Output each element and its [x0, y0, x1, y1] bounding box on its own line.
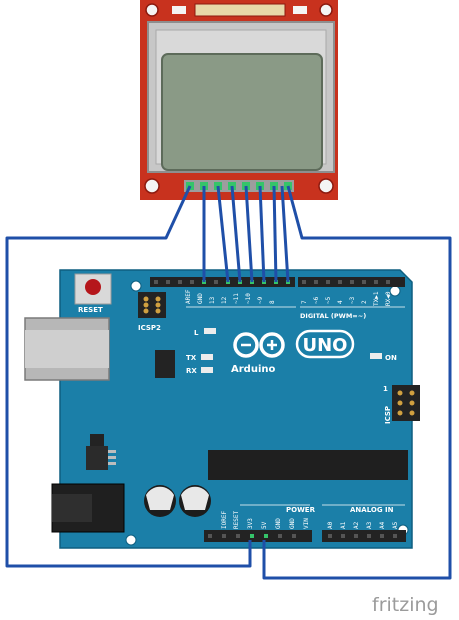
svg-text:A5: A5 [392, 521, 399, 529]
mount-hole [145, 3, 159, 17]
svg-text:AREF: AREF [185, 289, 192, 304]
svg-text:TX▶1: TX▶1 [373, 291, 380, 306]
svg-text:7: 7 [301, 300, 308, 304]
capacitor [144, 485, 176, 517]
svg-text:A2: A2 [353, 521, 360, 529]
mount-hole [130, 280, 142, 292]
svg-text:3V3: 3V3 [247, 518, 254, 529]
icsp2-header [138, 292, 166, 318]
brand-label: Arduino [231, 364, 275, 375]
mount-hole [125, 534, 137, 546]
svg-text:GND: GND [289, 518, 296, 529]
digital-header-left [150, 277, 295, 287]
lcd-screen [161, 53, 323, 171]
lcd-pins [184, 180, 294, 192]
top-pad [172, 6, 186, 14]
led-tx [201, 354, 213, 360]
wire-d9 [272, 185, 278, 283]
icsp2-label: ICSP2 [138, 324, 161, 332]
fritzing-logo: fritzing [372, 594, 439, 616]
capacitor [179, 485, 211, 517]
svg-text:RX◀0: RX◀0 [385, 291, 392, 306]
svg-text:1: 1 [383, 385, 388, 393]
svg-text:VIN: VIN [303, 518, 310, 529]
wire-gnd-loop [5, 185, 252, 568]
svg-text:A4: A4 [379, 521, 386, 529]
svg-text:L: L [194, 329, 199, 337]
svg-text:A3: A3 [366, 521, 373, 529]
wire-vcc-loop [262, 185, 452, 580]
wire-d12 [230, 185, 242, 283]
svg-text:~9: ~9 [257, 296, 264, 304]
arduino-board: RESET ICSP2 [24, 269, 420, 549]
reset-label: RESET [78, 306, 103, 314]
svg-text:~5: ~5 [325, 296, 332, 304]
svg-text:GND: GND [197, 293, 204, 304]
svg-text:4: 4 [337, 300, 344, 304]
model-label: UNO [303, 335, 348, 356]
mount-hole [144, 178, 160, 194]
svg-text:~11: ~11 [233, 293, 240, 304]
svg-text:RX: RX [186, 367, 197, 375]
power-header [204, 530, 312, 542]
mount-hole [319, 3, 333, 17]
icsp-header [392, 385, 420, 421]
led-l [204, 328, 216, 334]
svg-text:2: 2 [361, 300, 368, 304]
digital-label: DIGITAL (PWM=~) [300, 312, 366, 320]
svg-text:13: 13 [209, 296, 216, 304]
svg-text:TX: TX [186, 354, 197, 362]
analog-header [322, 530, 406, 542]
arduino-logo-icon [233, 332, 285, 358]
reset-button-cap [85, 279, 101, 295]
usb-chip [155, 350, 175, 378]
svg-text:~10: ~10 [245, 293, 252, 304]
svg-text:~6: ~6 [313, 296, 320, 304]
wire-d13 [216, 185, 230, 283]
led-rx [201, 367, 213, 373]
top-pad [293, 6, 307, 14]
svg-text:12: 12 [221, 296, 228, 304]
led-on [370, 353, 382, 359]
voltage-regulator [86, 434, 116, 470]
top-header [194, 3, 286, 17]
svg-text:IOREF: IOREF [221, 511, 228, 529]
lcd-module [140, 0, 338, 200]
analog-label: ANALOG IN [350, 506, 394, 514]
power-label: POWER [286, 506, 316, 514]
svg-text:ON: ON [385, 354, 397, 362]
icsp-label: ICSP [384, 406, 392, 424]
svg-text:8: 8 [269, 300, 276, 304]
wire-d10 [258, 185, 266, 283]
svg-text:~3: ~3 [349, 296, 356, 304]
wires [5, 185, 452, 580]
svg-text:GND: GND [275, 518, 282, 529]
svg-text:RESET: RESET [233, 511, 240, 529]
wire-d11 [244, 185, 254, 283]
svg-text:A1: A1 [340, 521, 347, 529]
svg-text:5V: 5V [261, 521, 268, 529]
atmega-chip [208, 450, 408, 480]
svg-text:A0: A0 [327, 521, 334, 529]
mount-hole [318, 178, 334, 194]
uno-badge [295, 329, 355, 359]
wire-d8 [280, 185, 290, 283]
